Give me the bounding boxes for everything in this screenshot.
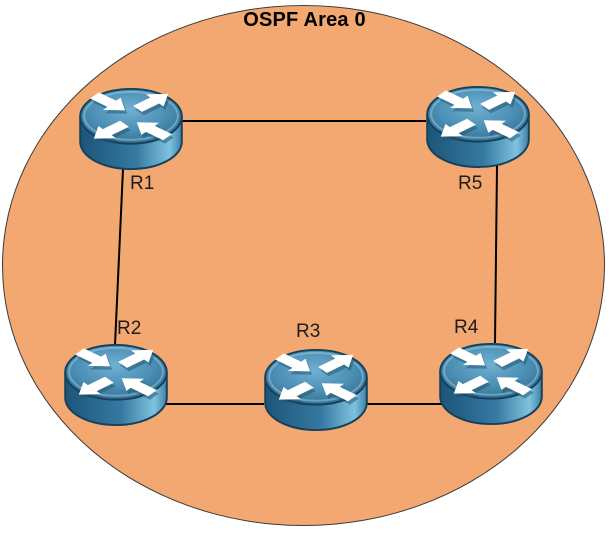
router-r1-label: R1: [130, 173, 155, 194]
router-r4-icon: [437, 342, 545, 426]
link-r5-r4: [494, 165, 498, 344]
router-r5-icon: [424, 85, 532, 169]
router-r4-label: R4: [454, 317, 479, 338]
router-r2-icon: [62, 343, 170, 427]
link-r1-r2: [114, 168, 124, 346]
router-r1-icon: [77, 87, 185, 171]
router-r3-icon: [262, 348, 370, 432]
router-r3-label: R3: [296, 321, 321, 342]
router-r5-label: R5: [458, 173, 483, 194]
diagram-title: OSPF Area 0: [243, 9, 366, 31]
router-r2-label: R2: [117, 318, 142, 339]
